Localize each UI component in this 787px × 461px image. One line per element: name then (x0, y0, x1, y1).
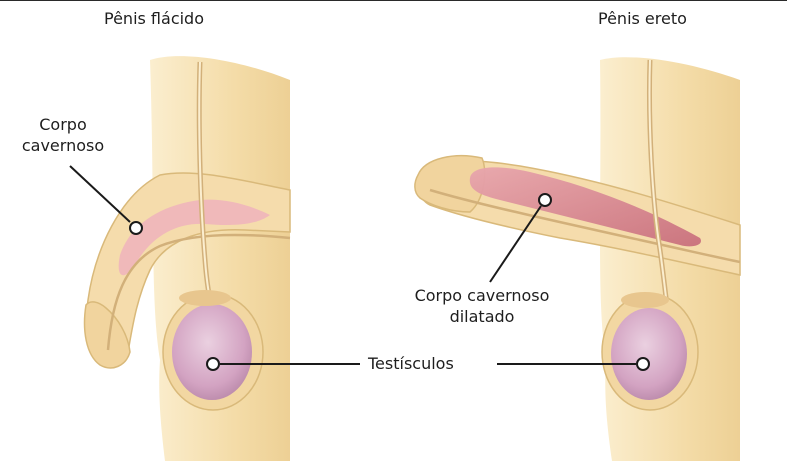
epididymis-right (621, 292, 669, 308)
erect-glans (414, 155, 486, 213)
erect-figure (414, 57, 741, 461)
urethra-erect (429, 188, 741, 264)
marker-corpo-dilatado (538, 193, 552, 207)
flaccid-glans (83, 301, 131, 369)
testicle-right (611, 308, 687, 400)
label-corpo-cavernoso: Corpo cavernoso (18, 114, 108, 156)
leader-corpo-dilatado (489, 205, 542, 283)
marker-testiculo-left (206, 357, 220, 371)
epididymis-left (179, 290, 231, 306)
top-border (0, 0, 787, 1)
label-corpo-dilatado-line1: Corpo cavernoso (414, 286, 550, 305)
label-corpo-cavernoso-line2: cavernoso (21, 136, 105, 155)
leader-corpo-cavernoso (69, 165, 131, 223)
label-corpo-dilatado-line2: dilatado (449, 307, 515, 326)
title-erect: Pênis ereto (598, 9, 687, 28)
marker-testiculo-right (636, 357, 650, 371)
urethra-flaccid (106, 233, 291, 351)
testicle-left (172, 304, 252, 400)
flaccid-figure (83, 56, 291, 461)
leader-lines (69, 165, 650, 371)
title-flaccid: Pênis flácido (104, 9, 204, 28)
label-corpo-dilatado: Corpo cavernoso dilatado (392, 285, 572, 327)
label-corpo-cavernoso-line1: Corpo (39, 115, 87, 134)
corpo-cavernoso-dilatado (469, 167, 701, 247)
corpo-cavernoso (118, 199, 270, 276)
marker-corpo-cavernoso (129, 221, 143, 235)
label-testiculos: Testísculos (368, 354, 454, 373)
